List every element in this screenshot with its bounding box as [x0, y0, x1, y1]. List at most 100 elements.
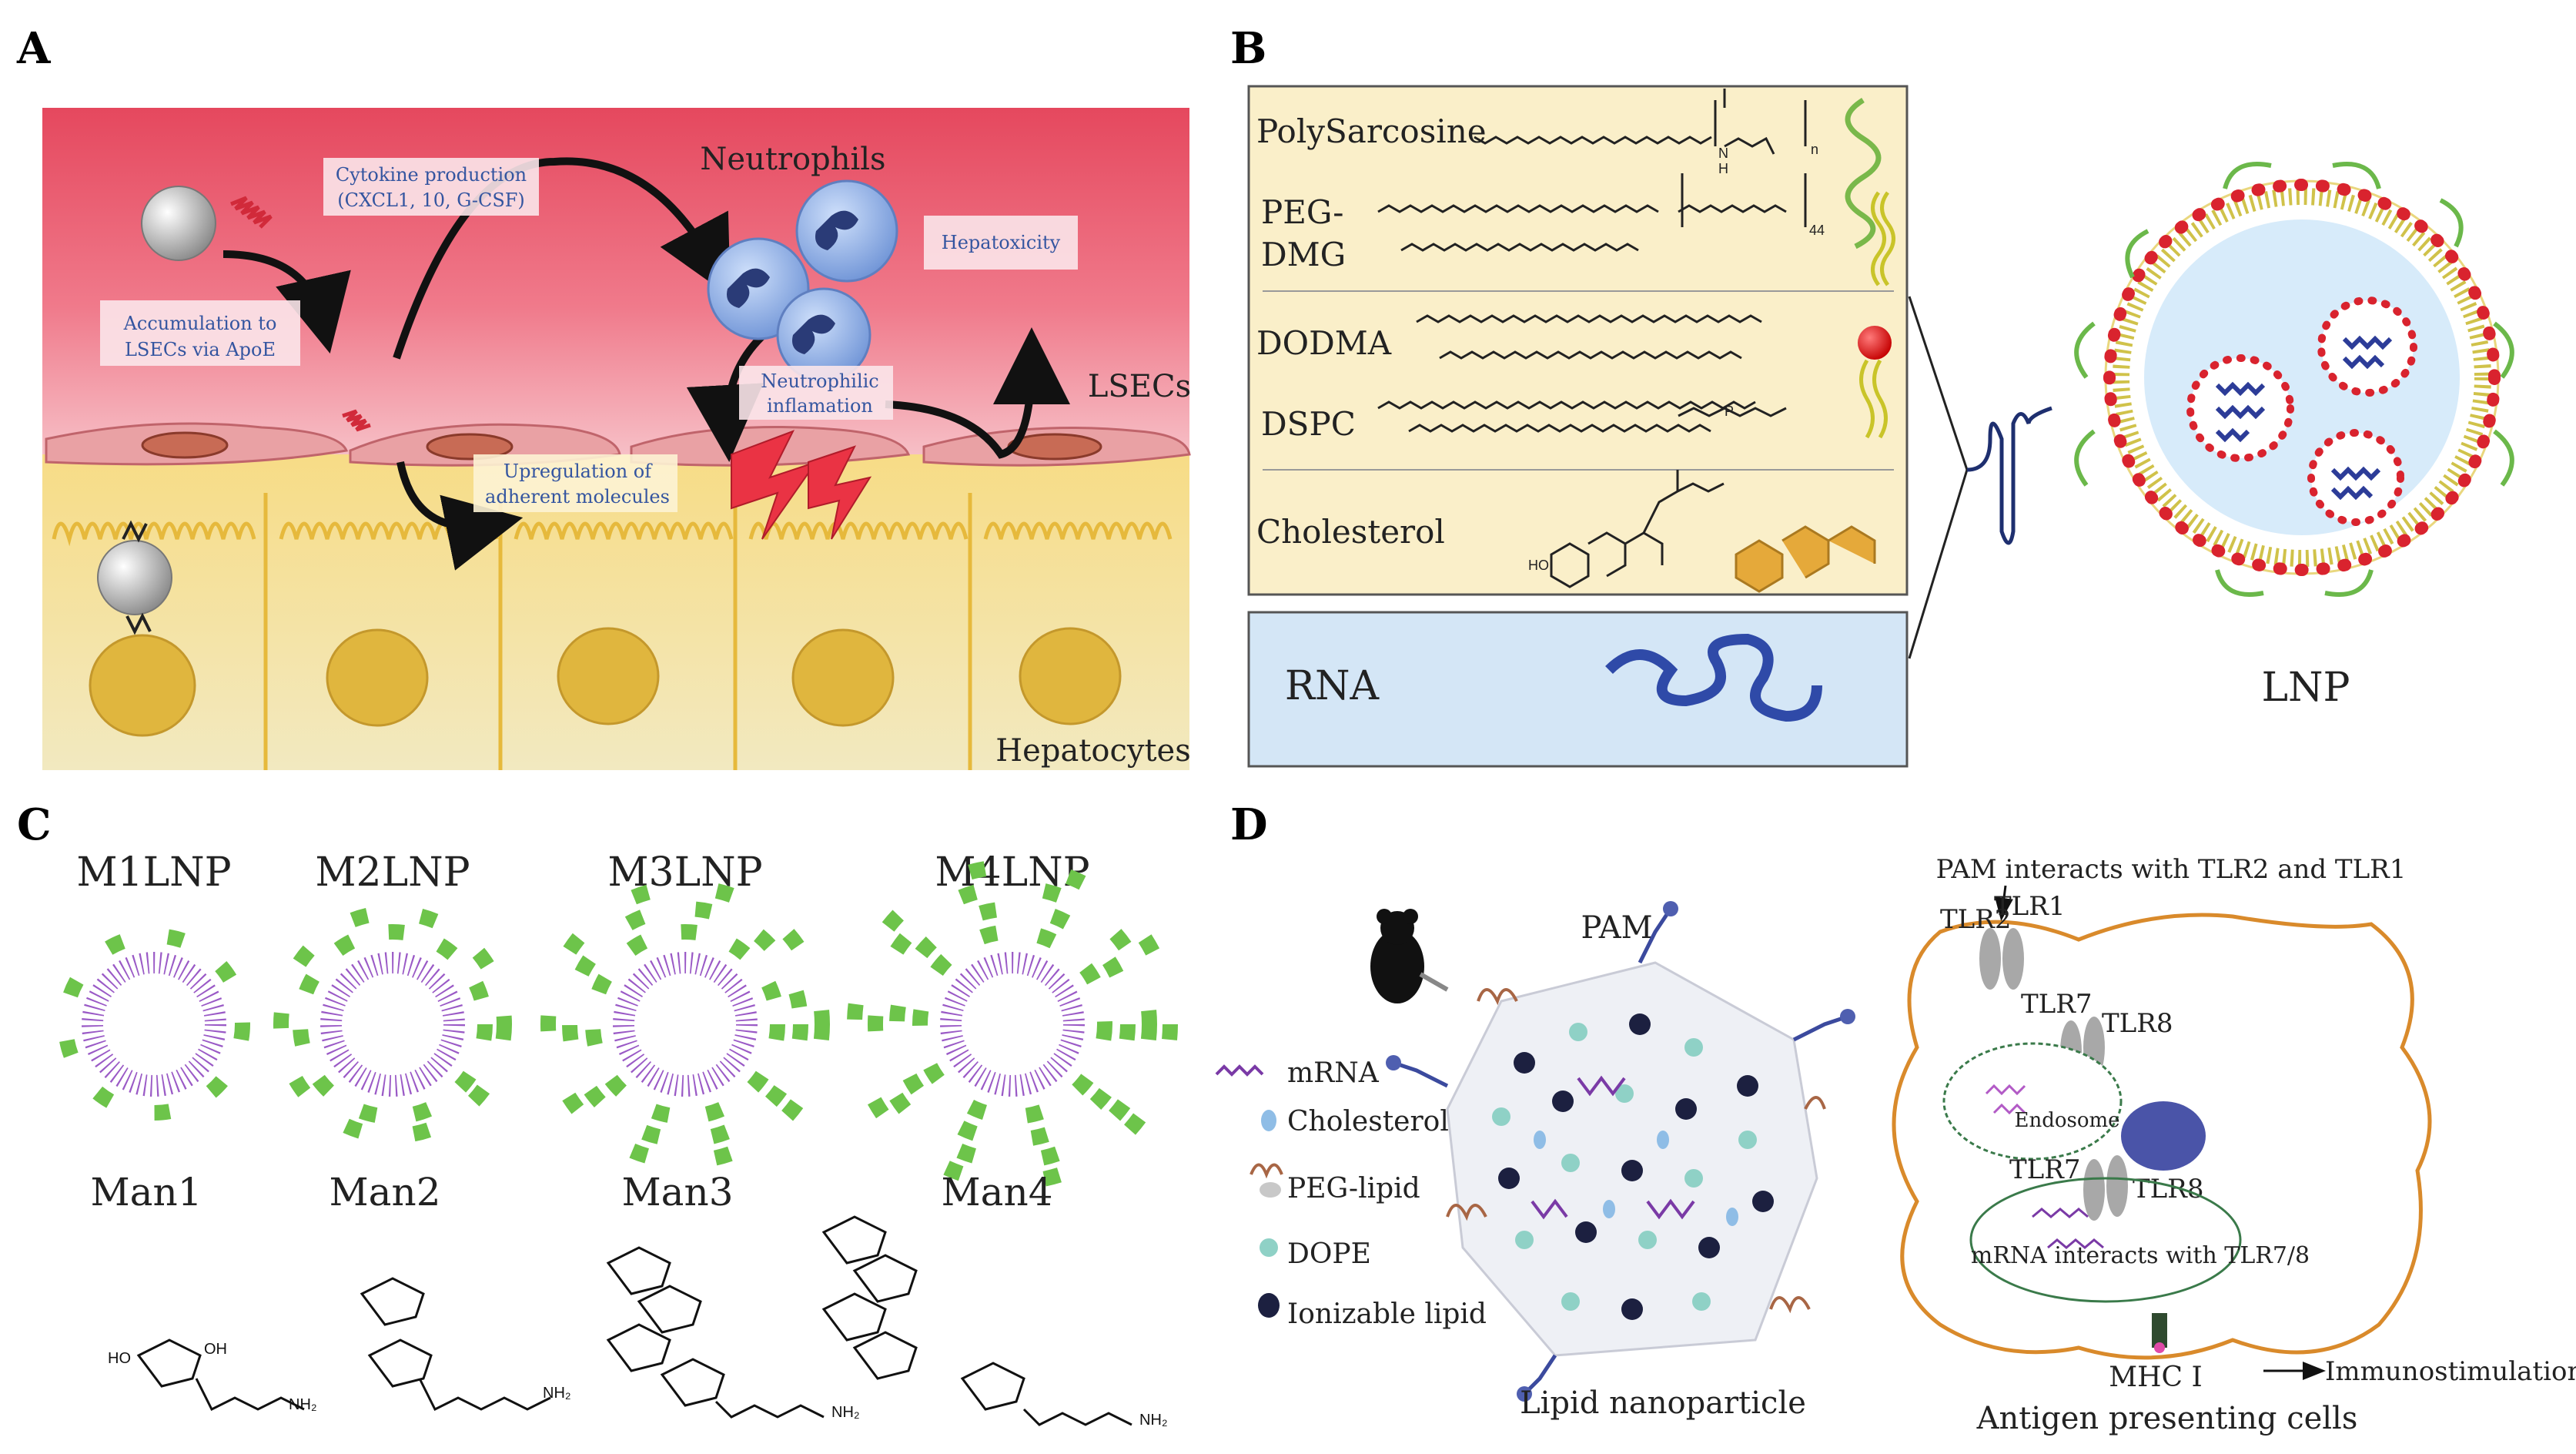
nucleus: [2121, 1101, 2206, 1171]
upregulation-label-box: [473, 454, 677, 512]
rna-box: [1247, 611, 1909, 768]
panel-b: PolySarcosine PEG- DMG DODMA DSPC Choles…: [1247, 85, 2514, 768]
chem-h-label: H: [1718, 161, 1728, 176]
lipid-components-box: [1247, 85, 1909, 596]
panel-label-c: C: [17, 799, 52, 850]
lipid-nanoparticle-label: Lipid nanoparticle: [1520, 1385, 1806, 1421]
cytokine-label-box: [323, 158, 539, 216]
rna-label: RNA: [1285, 663, 1380, 709]
lightning-icon: [731, 430, 872, 540]
m4lnp-label: M4LNP: [935, 849, 1089, 896]
legend-ionizable-icon: [1258, 1293, 1280, 1318]
tlr1-label: TLR1: [1994, 891, 2066, 922]
legend-mrna-label: mRNA: [1287, 1057, 1380, 1089]
lnp-outer-headgroups: [2103, 179, 2501, 576]
tlr7-8-receptor-bottom-icon: [2083, 1155, 2128, 1221]
panel-label-b: B: [1230, 23, 1266, 74]
panel-c: M1LNP M2LNP M3LNP M4LNP Man1 Man2: [58, 849, 1178, 1429]
lipid-label-dodma: DODMA: [1256, 324, 1392, 362]
syringe-icon: [1419, 972, 1449, 992]
lnp-graphic: [2074, 162, 2514, 597]
legend-dope-label: DOPE: [1287, 1238, 1371, 1270]
cytokine-label-line1: Cytokine production: [336, 164, 527, 186]
lipid-label-peg: PEG-: [1261, 193, 1343, 231]
endosome-mrna-icon: [1985, 1084, 2026, 1115]
chem-subn-label: n: [1811, 142, 1818, 157]
m3lnp-label: M3LNP: [607, 849, 762, 896]
mrna-interacts-label: mRNA interacts with TLR7/8: [1971, 1242, 2310, 1269]
lnp-sphere-icon: [141, 186, 216, 261]
endosome-label: Endosome: [2014, 1109, 2119, 1132]
apoe-receptor-icon: [122, 520, 152, 635]
m1lnp-label: M1LNP: [76, 849, 231, 896]
chem-ho-label: HO: [1528, 558, 1549, 573]
tlr7-label-top: TLR7: [2021, 989, 2093, 1020]
dodma-head-icon: [1858, 326, 1892, 360]
legend-dope-icon: [1260, 1238, 1278, 1257]
legend: mRNA Cholesterol PEG-lipid DOPE Ionizabl…: [1215, 1057, 1487, 1330]
m4lnp-vesicle-icon: [847, 859, 1178, 1190]
nh2-label-man3: NH₂: [831, 1404, 860, 1421]
nh2-label-man1: NH₂: [289, 1396, 317, 1413]
connector-wave: [1966, 406, 2052, 545]
man4-label: Man4: [941, 1170, 1052, 1214]
hepatocyte-nuclei: [89, 627, 1122, 737]
lipid-label-polysarcosine: PolySarcosine: [1256, 112, 1487, 150]
rna-helix-bound-icon: [342, 409, 371, 432]
chem-44-label: 44: [1809, 223, 1825, 238]
upregulation-label-line1: Upregulation of: [503, 461, 653, 482]
mannose-structures: [136, 1215, 1132, 1426]
lower-mrna-icon: [2032, 1208, 2104, 1249]
rna-strand-icon: [1605, 633, 1822, 722]
neutrophilic-label-line2: inflamation: [767, 395, 873, 417]
legend-cholesterol-icon: [1261, 1110, 1276, 1131]
accumulation-label-line1: Accumulation to: [123, 313, 277, 334]
lipid-label-dspc: DSPC: [1261, 405, 1356, 443]
lsecs-label: LSECs: [1088, 369, 1191, 404]
lnp-sphere-bound-icon: [97, 540, 172, 615]
m3lnp-vesicle-icon: [540, 879, 830, 1169]
accumulation-label-box: [100, 300, 300, 366]
chemical-structures: [1377, 89, 1807, 588]
dodma-tails-icon: [1859, 359, 1888, 439]
neutrophilic-label-box: [739, 366, 893, 420]
nh2-label-man4: NH₂: [1139, 1412, 1168, 1429]
panel-a: Cytokine production (CXCL1, 10, G-CSF) A…: [42, 108, 1191, 770]
rna-helix-icon: [230, 196, 273, 229]
panel-label-d: D: [1230, 799, 1268, 850]
peg-dmg-icon: [1871, 191, 1895, 286]
lipid-label-dmg: DMG: [1261, 236, 1346, 273]
chem-p-label: P: [1725, 404, 1734, 419]
panel-label-a: A: [16, 23, 52, 74]
neutrophil-cluster: [707, 179, 898, 383]
neutrophils-label: Neutrophils: [700, 142, 885, 177]
m2lnp-vesicle-icon: [273, 905, 512, 1144]
cholesterol-icon: [1735, 525, 1876, 593]
neutrophilic-label-line1: Neutrophilic: [761, 370, 879, 392]
lipid-label-cholesterol: Cholesterol: [1256, 513, 1445, 551]
bracket: [1908, 296, 1969, 659]
pam-interacts-label: PAM interacts with TLR2 and TLR1: [1936, 854, 2407, 885]
pam-label: PAM: [1581, 910, 1652, 946]
upregulation-label-line2: adherent molecules: [485, 486, 670, 508]
nh2-label-man2: NH₂: [543, 1385, 571, 1402]
hepatotoxicity-label: Hepatoxicity: [942, 232, 1061, 253]
tlr2-label: TLR2: [1940, 904, 2012, 935]
blood-vessel: [42, 108, 1189, 470]
accumulation-label-line2: LSECs via ApoE: [125, 339, 276, 360]
apc-label: Antigen presenting cells: [1976, 1401, 2358, 1436]
endosome-lower: [1969, 1177, 2242, 1303]
mouse-icon: [1370, 909, 1424, 1003]
tlr8-label-top: TLR8: [2102, 1008, 2173, 1039]
m2lnp-label: M2LNP: [315, 849, 470, 896]
lnp-label: LNP: [2261, 665, 2350, 711]
polysarcosine-icon: [1845, 98, 1882, 250]
legend-peg-label: PEG-lipid: [1287, 1173, 1420, 1204]
chem-n-label: N: [1718, 146, 1728, 161]
cytokine-label-line2: (CXCL1, 10, G-CSF): [337, 189, 525, 211]
mhc-label: MHC I: [2109, 1362, 2202, 1393]
man3-label: Man3: [621, 1170, 733, 1214]
oh-label: OH: [204, 1341, 227, 1358]
immunostimulation-label: Immunostimulation: [2325, 1356, 2576, 1387]
